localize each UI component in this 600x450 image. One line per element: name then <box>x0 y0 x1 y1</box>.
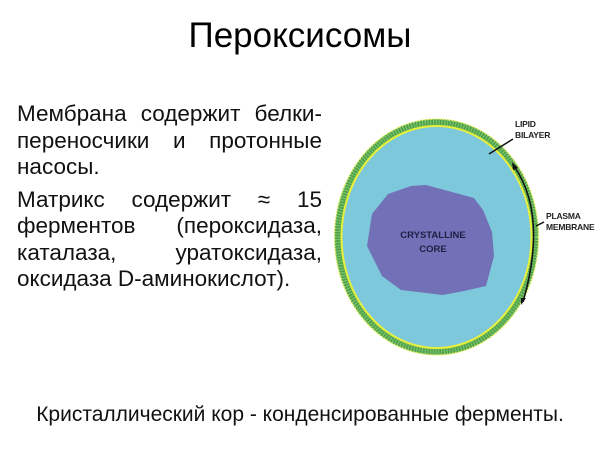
body-text: Мембрана содержит белки-переносчики и пр… <box>17 101 322 299</box>
lipid-bilayer-label-line2: BILAYER <box>515 130 550 140</box>
paragraph-matrix: Матрикс содержит ≈ 15 ферментов (перокси… <box>17 186 322 292</box>
crystalline-core <box>367 185 494 295</box>
plasma-membrane-label-line2: MEMBRANE <box>546 222 595 232</box>
plasma-membrane-arrow <box>513 165 535 303</box>
core-label-line2: CORE <box>419 244 446 255</box>
paragraph-membrane: Мембрана содержит белки-переносчики и пр… <box>17 101 322 179</box>
plasma-membrane-label-line1: PLASMA <box>546 211 581 221</box>
caption: Кристаллический кор - конденсированные ф… <box>36 403 564 426</box>
lipid-bilayer-pointer <box>488 138 514 155</box>
lipid-bilayer-label-line1: LIPID <box>515 119 536 129</box>
slide-title: Пероксисомы <box>188 16 412 55</box>
core-label-line1: CRYSTALLINE <box>400 230 465 241</box>
peroxisome-diagram: CRYSTALLINE CORE LIPID BILAYER PLASMA ME… <box>320 95 600 385</box>
